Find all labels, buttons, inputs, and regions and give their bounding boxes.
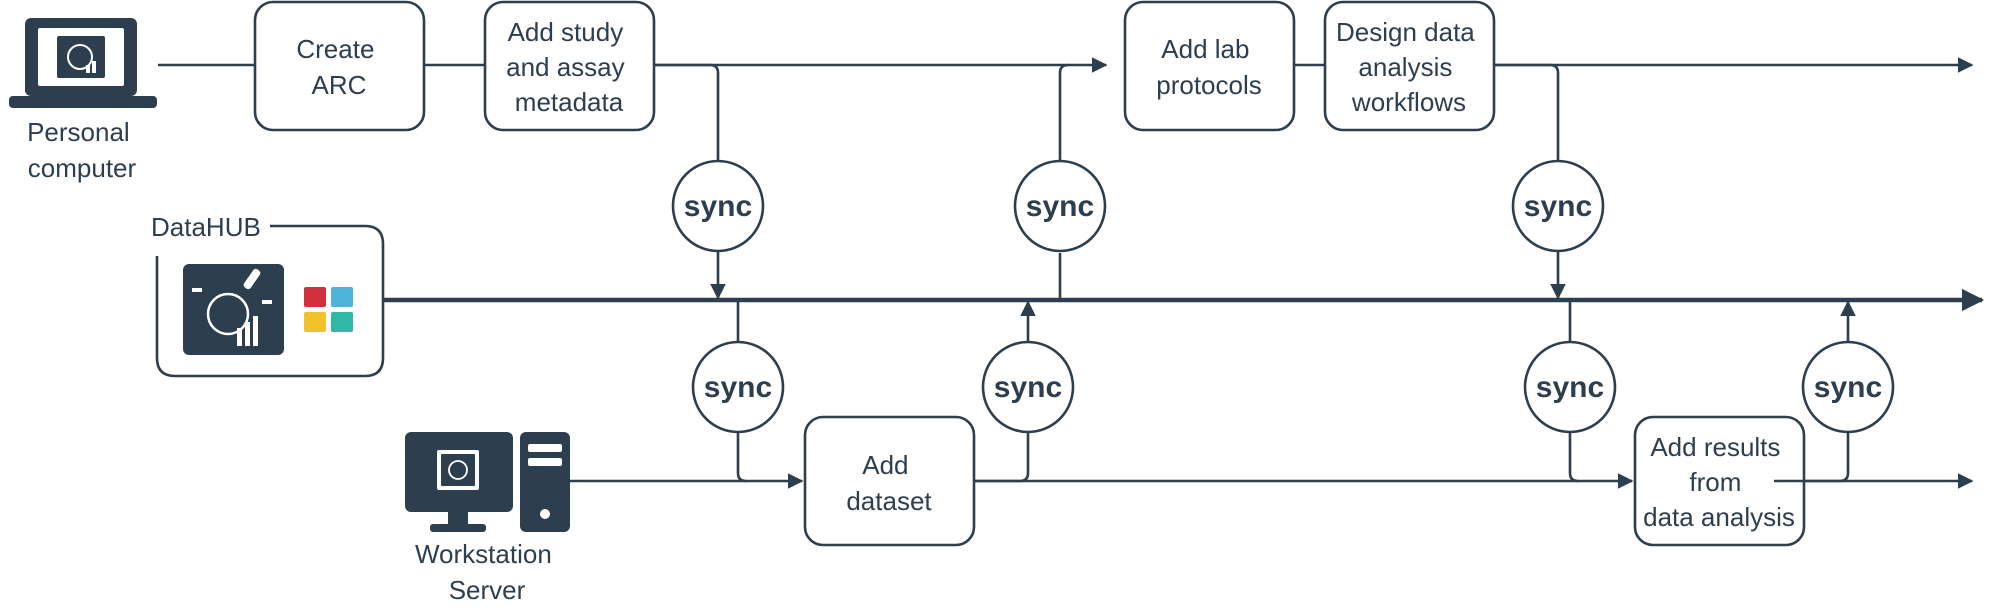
sync-node[interactable]: sync: [1801, 340, 1895, 434]
step-line: data analysis: [1643, 502, 1795, 532]
svg-text:Add dataset: Add dataset: [846, 450, 932, 516]
sync-node[interactable]: sync: [1013, 159, 1107, 253]
workstation-server-icon: [405, 432, 570, 532]
sync-connector: [1058, 63, 1069, 161]
workstation-server-label: Workstation Server: [415, 539, 559, 605]
step-add-results[interactable]: Add results from data analysis: [1633, 415, 1806, 547]
sync-label: sync: [1026, 190, 1094, 223]
step-line: Add results: [1650, 432, 1780, 462]
svg-text:Design data analysis: Design data analysis workflows: [1336, 17, 1482, 117]
sync-node[interactable]: sync: [981, 340, 1075, 434]
step-line: analysis: [1358, 52, 1452, 82]
step-add-lab-protocols[interactable]: Add lab protocols: [1123, 0, 1296, 132]
step-line: workflows: [1351, 87, 1466, 117]
svg-text:Add lab protocols: Add lab protocols: [1156, 34, 1262, 100]
svg-text:Create ARC: Create ARC: [296, 34, 381, 100]
sync-connector: [1774, 432, 1850, 483]
step-line: protocols: [1156, 70, 1262, 100]
step-line: Add lab: [1161, 34, 1249, 64]
datahub-icon: [183, 264, 284, 355]
step-create-arc[interactable]: Create ARC: [253, 0, 426, 132]
step-design-workflows[interactable]: Design data analysis workflows: [1323, 0, 1496, 132]
datahub-frame: [155, 224, 385, 378]
sync-node[interactable]: sync: [1511, 159, 1605, 253]
step-add-study-metadata[interactable]: Add study and assay metadata: [483, 0, 656, 132]
datahub-label: DataHUB: [151, 212, 261, 242]
sync-node[interactable]: sync: [691, 340, 785, 434]
step-line: ARC: [312, 70, 367, 100]
step-add-dataset[interactable]: Add dataset: [803, 415, 976, 547]
sync-node[interactable]: sync: [1523, 340, 1617, 434]
step-line: Add study: [508, 17, 624, 47]
sync-connector: [1568, 432, 1579, 483]
sync-connector: [654, 63, 720, 160]
personal-computer-label: Personal computer: [27, 117, 137, 183]
sync-label: sync: [704, 371, 772, 404]
sync-label: sync: [994, 371, 1062, 404]
step-line: Add: [862, 450, 908, 480]
step-line: dataset: [846, 486, 932, 516]
sync-connector: [974, 432, 1030, 483]
laptop-icon: [9, 18, 157, 108]
datahub-app-tiles-icon: [304, 287, 353, 332]
sync-label: sync: [1536, 371, 1604, 404]
step-line: Design data: [1336, 17, 1475, 47]
sync-node[interactable]: sync: [671, 159, 765, 253]
sync-label: sync: [684, 190, 752, 223]
step-line: and assay: [506, 52, 625, 82]
sync-connector: [736, 432, 747, 483]
sync-label: sync: [1524, 190, 1592, 223]
step-line: metadata: [515, 87, 624, 117]
svg-text:Add results from d: Add results from data analysis: [1643, 432, 1795, 532]
sync-connector: [1494, 63, 1560, 160]
step-line: Create: [296, 34, 374, 64]
step-line: from: [1689, 467, 1741, 497]
svg-text:Add study and assay: Add study and assay metadata: [506, 17, 632, 117]
sync-label: sync: [1814, 371, 1882, 404]
